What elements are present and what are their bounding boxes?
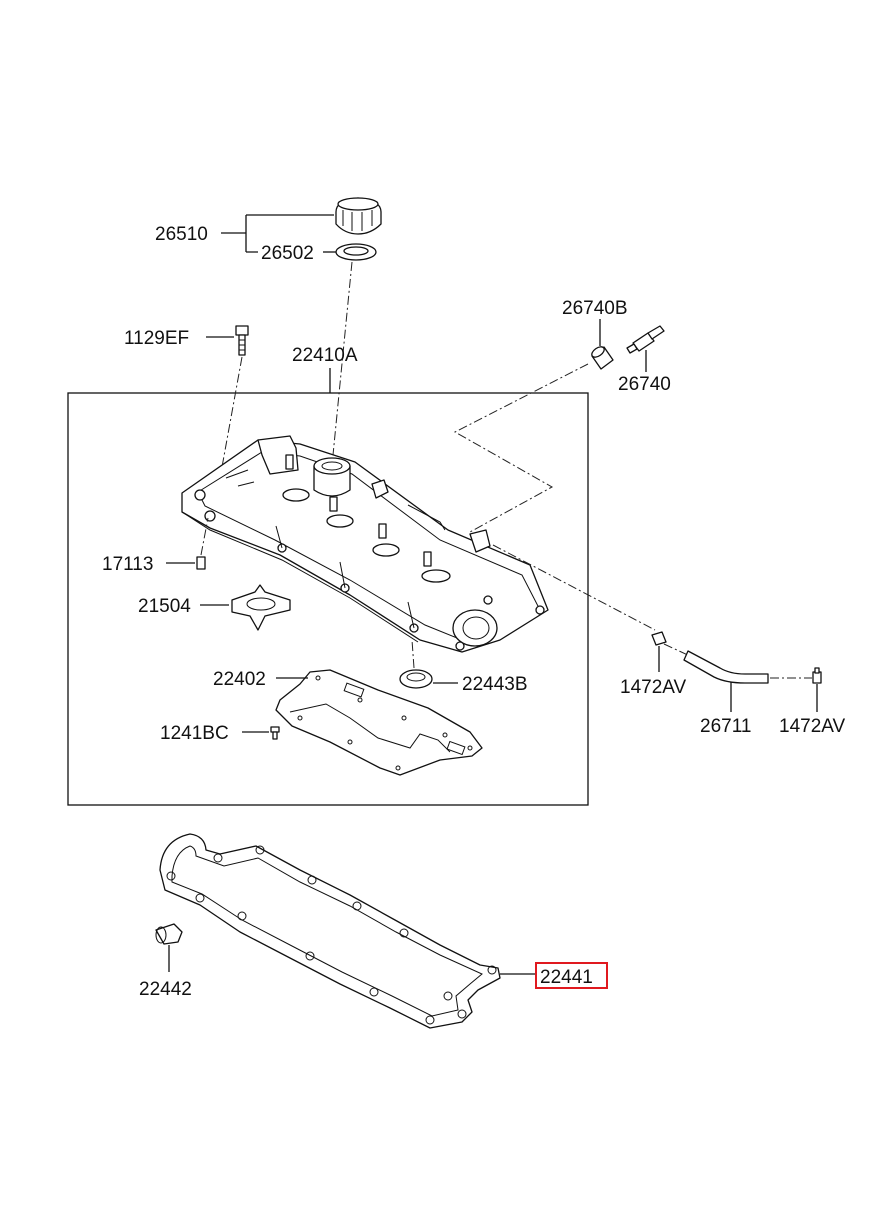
rocker-cover[interactable] xyxy=(181,435,549,653)
seal-22443B[interactable] xyxy=(399,669,433,689)
label-26510[interactable]: 26510 xyxy=(155,224,208,245)
label-22441[interactable]: 22441 xyxy=(540,967,593,988)
label-22443B[interactable]: 22443B xyxy=(462,674,528,695)
baffle-plate-22402[interactable] xyxy=(275,669,483,776)
pcv-grommet[interactable] xyxy=(590,345,614,370)
dashed-hose-2 xyxy=(663,643,691,657)
clamp-1472AV-b[interactable] xyxy=(812,667,822,684)
dashed-stud xyxy=(200,517,209,556)
dashed-seal xyxy=(411,639,415,669)
pcv-valve[interactable] xyxy=(626,325,665,354)
label-21504[interactable]: 21504 xyxy=(138,596,191,617)
label-1472AV-b[interactable]: 1472AV xyxy=(779,716,846,737)
label-22410A[interactable]: 22410A xyxy=(292,345,358,366)
dashed-hose xyxy=(492,544,656,631)
label-26502[interactable]: 26502 xyxy=(261,243,314,264)
label-22442[interactable]: 22442 xyxy=(139,979,192,1000)
label-1129EF[interactable]: 1129EF xyxy=(124,328,189,349)
plug-22442[interactable] xyxy=(155,923,183,945)
stud-17113[interactable] xyxy=(196,556,206,570)
assembly-frame xyxy=(67,392,589,806)
leader-26510 xyxy=(221,214,334,253)
dashed-cap-to-cover xyxy=(332,261,353,456)
hose-26711[interactable] xyxy=(683,650,769,684)
dashed-pcv xyxy=(453,363,589,533)
label-26740[interactable]: 26740 xyxy=(618,374,671,395)
highlight-box-22441 xyxy=(535,962,608,989)
oil-filler-cap[interactable] xyxy=(335,197,382,235)
label-22402[interactable]: 22402 xyxy=(213,669,266,690)
label-1472AV-a[interactable]: 1472AV xyxy=(620,677,687,698)
label-26740B[interactable]: 26740B xyxy=(562,298,628,319)
cover-gasket-22441[interactable] xyxy=(159,833,501,1029)
plug-gasket-21504[interactable] xyxy=(231,584,291,631)
cap-gasket[interactable] xyxy=(335,243,377,261)
screw-1241BC[interactable] xyxy=(270,726,280,740)
clamp-1472AV-a[interactable] xyxy=(651,631,667,646)
label-1241BC[interactable]: 1241BC xyxy=(160,723,229,744)
bolt-1129EF[interactable] xyxy=(235,325,249,356)
label-17113[interactable]: 17113 xyxy=(102,554,153,575)
label-26711[interactable]: 26711 xyxy=(700,716,751,737)
